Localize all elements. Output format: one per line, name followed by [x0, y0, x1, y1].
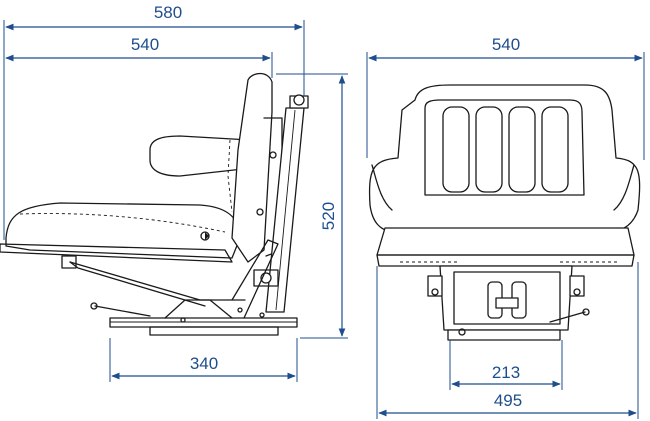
front-view — [368, 84, 641, 341]
dimension-lines — [3, 20, 645, 419]
front-seat-cushion — [376, 227, 635, 256]
side-base-rail — [109, 317, 298, 328]
front-backrest-rib — [442, 106, 470, 193]
dimension-labels: 580 540 520 340 540 213 495 — [131, 3, 522, 410]
side-suspension-mechanism — [164, 299, 233, 319]
side-base-slider — [149, 326, 279, 336]
dim-label-520: 520 — [319, 202, 338, 230]
dim-label-540-front: 540 — [492, 35, 520, 54]
dim-label-580: 580 — [154, 3, 182, 22]
side-view — [0, 72, 309, 336]
front-backrest — [368, 84, 641, 235]
front-backrest-rib — [475, 106, 503, 193]
front-backrest-rib — [508, 106, 536, 193]
dim-label-495: 495 — [494, 391, 522, 410]
side-adjust-lever — [94, 305, 151, 317]
side-suspension-column — [265, 107, 305, 313]
front-right-bracket — [569, 275, 585, 297]
front-seat-pan — [376, 254, 635, 267]
dim-label-540-side: 540 — [131, 35, 159, 54]
dim-label-340: 340 — [190, 354, 218, 373]
front-left-bracket — [427, 275, 443, 297]
front-backrest-rib — [541, 106, 569, 193]
dim-label-213: 213 — [492, 363, 520, 382]
side-seat-pan — [0, 243, 233, 263]
side-backrest — [231, 72, 273, 263]
front-adjust-lever — [549, 311, 586, 323]
